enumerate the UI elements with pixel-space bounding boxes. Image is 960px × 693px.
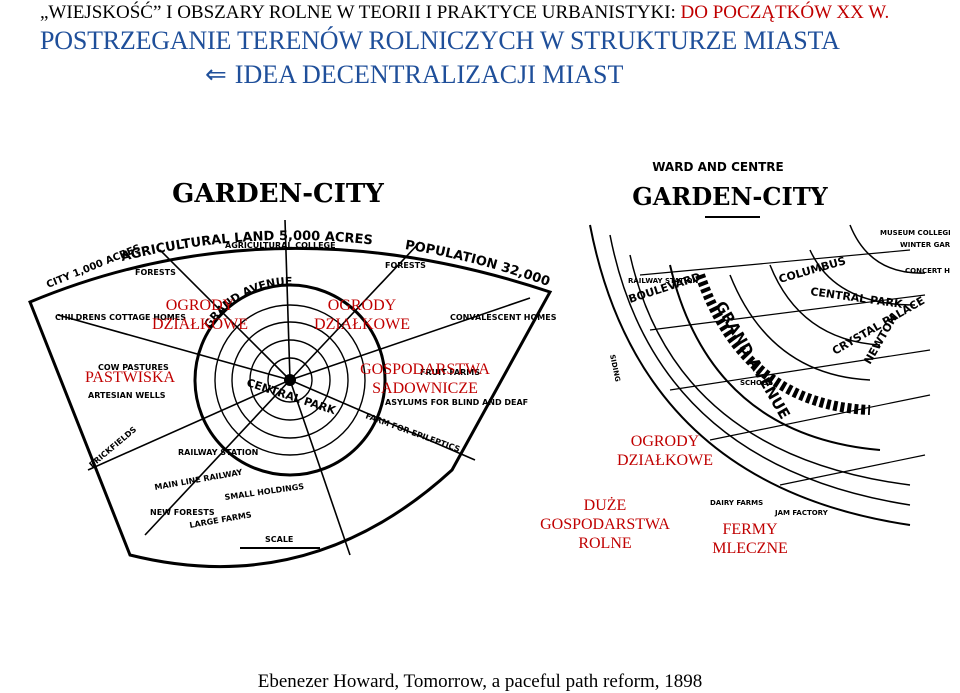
note-asylums: ASYLUMS FOR BLIND AND DEAF bbox=[385, 398, 528, 407]
note-museum: MUSEUM COLLEGE bbox=[880, 229, 950, 237]
note-fruit-farms: FRUIT FARMS bbox=[420, 368, 480, 377]
title-line-3: ⇐IDEA DECENTRALIZACJI MIAST bbox=[205, 60, 624, 89]
left-plan-heading: GARDEN-CITY bbox=[172, 179, 384, 209]
note-new-forests: NEW FORESTS bbox=[150, 508, 215, 517]
note-siding: SIDING bbox=[608, 354, 622, 383]
arrow-left-icon: ⇐ bbox=[205, 60, 227, 89]
right-plan-subheading: WARD AND CENTRE bbox=[652, 160, 784, 174]
note-artesian: ARTESIAN WELLS bbox=[88, 391, 166, 400]
garden-city-diagram: GARDEN-CITY AGRICULTURAL LAND 5,000 ACRE… bbox=[28, 179, 557, 569]
note-small-holdings: SMALL HOLDINGS bbox=[224, 482, 305, 502]
note-farm-epileptics: FARM FOR EPILEPTICS bbox=[364, 411, 461, 454]
title-line-2: POSTRZEGANIE TERENÓW ROLNICZYCH W STRUKT… bbox=[40, 26, 840, 55]
note-winter-garden: WINTER GARDEN bbox=[900, 241, 950, 249]
title-line-1: „WIEJSKOŚĆ” I OBSZARY ROLNE W TEORII I P… bbox=[40, 2, 890, 23]
note-forests-b: FORESTS bbox=[385, 261, 426, 270]
title-accent: DO POCZĄTKÓW XX W. bbox=[680, 2, 890, 23]
note-dairy-farms: DAIRY FARMS bbox=[710, 499, 763, 507]
arc-text-population: POPULATION 32,000 bbox=[404, 238, 552, 290]
note-main-line: MAIN LINE RAILWAY bbox=[154, 468, 244, 492]
note-scale: SCALE bbox=[265, 535, 293, 544]
note-agri-college: AGRICULTURAL COLLEGE bbox=[225, 241, 336, 250]
ward-and-centre-diagram: WARD AND CENTRE GARDEN-CITY BOULEVARD GR… bbox=[589, 160, 950, 526]
label-pastures: PASTWISKA bbox=[84, 369, 176, 386]
note-railway-station: RAILWAY STATION bbox=[178, 448, 258, 457]
note-concert-hall: CONCERT HALL bbox=[905, 267, 950, 275]
right-plan-heading: GARDEN-CITY bbox=[632, 182, 828, 211]
street-boulevard: BOULEVARD bbox=[627, 270, 702, 306]
note-cow-pastures: COW PASTURES bbox=[98, 363, 169, 372]
note-brickfields: BRICKFIELDS bbox=[88, 425, 139, 470]
street-central: CENTRAL PARK bbox=[810, 285, 904, 311]
source-caption: Ebenezer Howard, Tomorrow, a paceful pat… bbox=[257, 671, 703, 692]
note-school: SCHOOL bbox=[740, 379, 773, 387]
note-convalescent: CONVALESCENT HOMES bbox=[450, 313, 557, 322]
note-jam-factory: JAM FACTORY bbox=[774, 509, 829, 517]
fan-outline bbox=[28, 246, 553, 569]
city-acres: CITY 1,000 ACRES bbox=[45, 243, 142, 291]
note-childrens: CHILDRENS COTTAGE HOMES bbox=[55, 313, 186, 322]
note-railway: RAILWAY STATION bbox=[628, 277, 698, 285]
note-forests-a: FORESTS bbox=[135, 268, 176, 277]
